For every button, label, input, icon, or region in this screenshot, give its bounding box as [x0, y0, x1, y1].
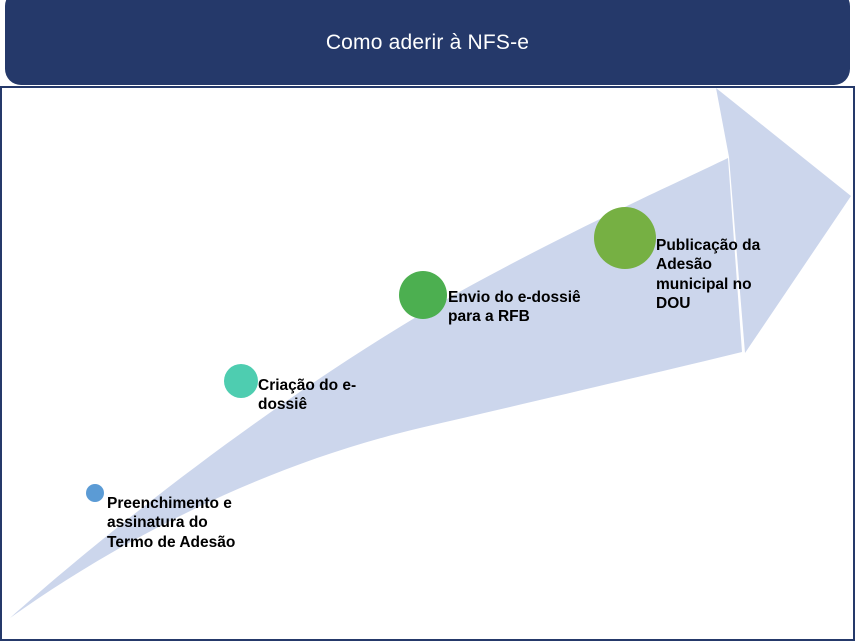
step-label-3: Envio do e-dossiê para a RFB [448, 289, 581, 326]
step-marker-dot-2[interactable] [224, 364, 258, 398]
step-marker-dot-1[interactable] [86, 484, 104, 502]
step-marker-dot-3[interactable] [399, 271, 447, 319]
header-banner: Como aderir à NFS-e [5, 0, 850, 85]
step-label-2: Criação do e-dossiê [258, 377, 357, 414]
step-label-4: Publicação da Adesão municipal no DOU [656, 237, 761, 313]
step-marker-dot-4[interactable] [594, 207, 656, 269]
page-title: Como aderir à NFS-e [325, 31, 530, 54]
step-label-1: Preenchimento e assinatura do Termo de A… [107, 495, 236, 551]
diagram-body-frame [0, 86, 855, 641]
